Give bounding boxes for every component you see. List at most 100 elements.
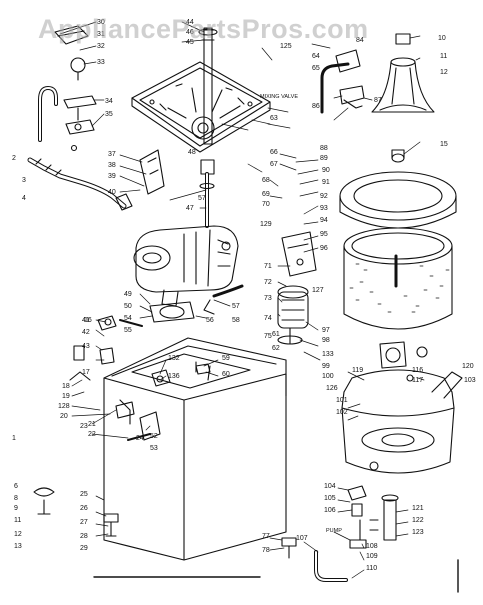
callout-27: 27 — [80, 519, 88, 526]
mixing-valve-annotation: MIXING VALVE — [260, 94, 298, 100]
shift-lever-part — [203, 284, 244, 315]
callout-108: 108 — [366, 543, 378, 550]
callout-71: 71 — [264, 263, 272, 270]
callout-77: 77 — [262, 533, 270, 540]
callout-21: 21 — [88, 421, 96, 428]
callout-labels: 3031323334352343738394044454648475712564… — [12, 19, 476, 572]
callout-40: 40 — [108, 189, 116, 196]
callout-53: 53 — [150, 445, 158, 452]
callout-13: 13 — [14, 543, 22, 550]
callout-88: 88 — [320, 145, 328, 152]
callout-18: 18 — [62, 383, 70, 390]
pump-part — [379, 341, 428, 382]
callout-133: 133 — [322, 351, 334, 358]
callout-57: 57 — [198, 195, 206, 202]
callout-57: 57 — [232, 303, 240, 310]
callout-100: 100 — [322, 373, 334, 380]
callout-4: 4 — [22, 195, 26, 202]
callout-58: 58 — [232, 317, 240, 324]
callout-19: 19 — [62, 393, 70, 400]
callout-34: 34 — [105, 98, 113, 105]
callout-93: 93 — [320, 205, 328, 212]
callout-68: 68 — [262, 177, 270, 184]
callout-23: 23 — [80, 423, 88, 430]
drain-hose-part — [27, 157, 133, 211]
callout-69: 69 — [262, 191, 270, 198]
callout-41: 41 — [82, 317, 90, 324]
outer-tub-part — [341, 369, 463, 474]
callout-9: 9 — [14, 505, 18, 512]
callout-28: 28 — [80, 533, 88, 540]
cabinet-internal-parts — [115, 363, 211, 441]
leveling-leg-parts — [33, 487, 297, 559]
motor-part — [277, 285, 309, 345]
callout-20: 20 — [60, 413, 68, 420]
callout-99: 99 — [322, 363, 330, 370]
fill-hose-part — [38, 86, 58, 142]
callout-102: 102 — [336, 409, 348, 416]
callout-61: 61 — [272, 331, 280, 338]
callout-94: 94 — [320, 217, 328, 224]
callout-63: 63 — [270, 115, 278, 122]
callout-12: 12 — [440, 69, 448, 76]
callout-96: 96 — [320, 245, 328, 252]
callout-125: 125 — [280, 43, 292, 50]
valve-bracket-part — [63, 95, 97, 152]
bracket-part-38 — [139, 149, 165, 195]
callout-72: 72 — [264, 279, 272, 286]
drain-parts — [314, 485, 399, 582]
callout-22: 22 — [88, 431, 96, 438]
callout-25: 25 — [80, 491, 88, 498]
callout-46: 46 — [186, 29, 194, 36]
callout-78: 78 — [262, 547, 270, 554]
callout-136: 136 — [168, 373, 180, 380]
pressure-switch-part — [54, 25, 89, 81]
callout-35: 35 — [105, 111, 113, 118]
callout-128: 128 — [58, 403, 70, 410]
callout-11: 11 — [14, 517, 21, 524]
callout-84: 84 — [356, 37, 364, 44]
callout-2: 2 — [12, 155, 16, 162]
callout-12: 12 — [14, 531, 22, 538]
callout-38: 38 — [108, 162, 116, 169]
callout-10: 10 — [438, 35, 446, 42]
callout-70: 70 — [262, 201, 270, 208]
callout-17: 17 — [82, 369, 90, 376]
callout-65: 65 — [312, 65, 320, 72]
callout-29: 29 — [80, 545, 88, 552]
callout-95: 95 — [320, 231, 328, 238]
callout-43: 43 — [82, 343, 90, 350]
transmission-part — [133, 225, 239, 307]
spin-basket-part — [343, 227, 453, 330]
callout-1: 1 — [12, 435, 16, 442]
callout-50: 50 — [124, 303, 132, 310]
callout-75: 75 — [264, 333, 272, 340]
callout-129: 129 — [260, 221, 272, 228]
callout-101: 101 — [336, 397, 348, 404]
agitator-part — [371, 33, 435, 113]
callout-89: 89 — [320, 155, 328, 162]
callout-121: 121 — [412, 505, 424, 512]
callout-91: 91 — [322, 179, 330, 186]
callout-42: 42 — [82, 329, 90, 336]
hose-clamp-parts — [69, 315, 143, 381]
callout-74: 74 — [264, 315, 272, 322]
callout-54: 54 — [124, 315, 132, 322]
callout-11: 11 — [440, 53, 447, 60]
callout-30: 30 — [97, 19, 105, 26]
callout-132: 132 — [168, 355, 180, 362]
callout-48: 48 — [188, 149, 196, 156]
callout-66: 66 — [270, 149, 278, 156]
callout-116: 116 — [412, 367, 423, 374]
callout-104: 104 — [324, 483, 336, 490]
callout-90: 90 — [322, 167, 330, 174]
leader-lines — [59, 21, 425, 579]
callout-8: 8 — [14, 495, 18, 502]
callout-120: 120 — [462, 363, 474, 370]
callout-105: 105 — [324, 495, 336, 502]
callout-47: 47 — [186, 205, 194, 212]
callout-52: 52 — [150, 433, 158, 440]
callout-103: 103 — [464, 377, 476, 384]
